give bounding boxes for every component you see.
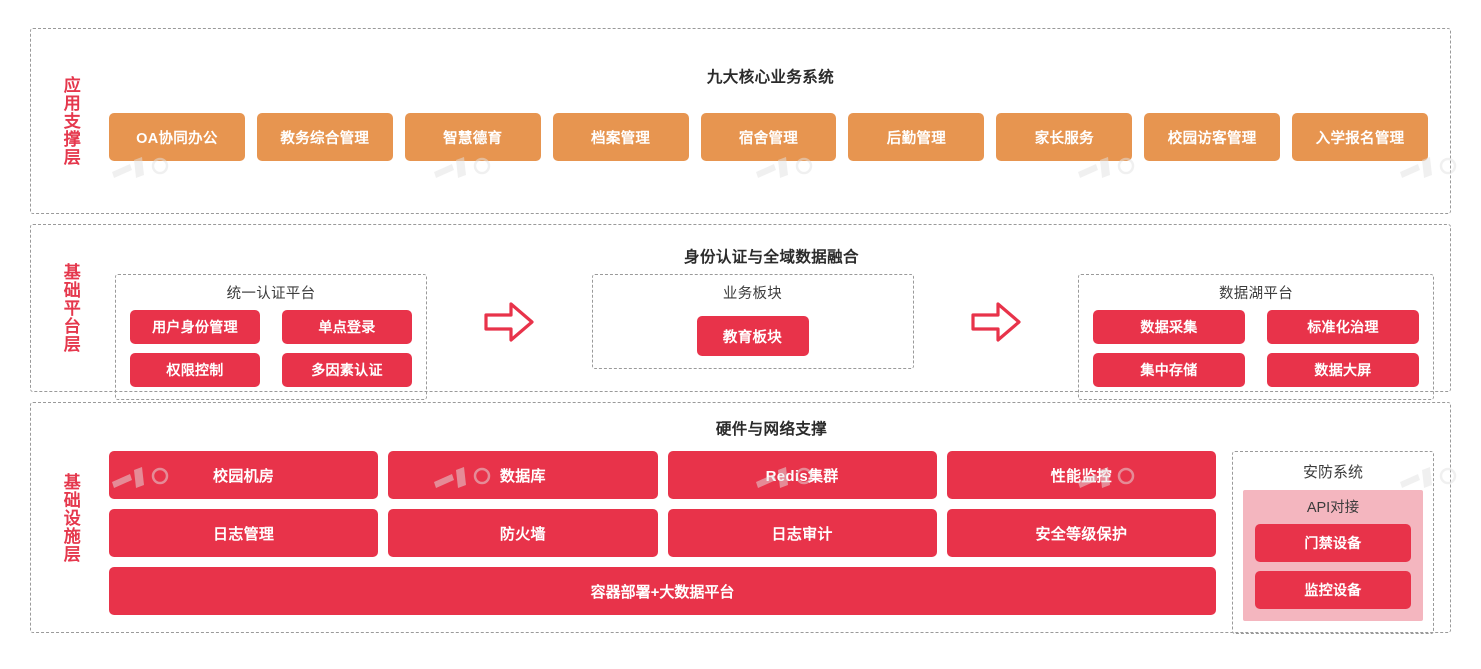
- arrow-cell-left: [427, 274, 592, 349]
- layer-infrastructure: 基础设施层 硬件与网络支撑 校园机房 数据库 Redis集群 性能监控 日志管理…: [30, 402, 1451, 634]
- group-security-system: 安防系统 API对接 门禁设备 监控设备: [1232, 451, 1434, 634]
- base-platform-row: 统一认证平台 用户身份管理 单点登录 权限控制 多因素认证: [109, 267, 1434, 400]
- group-data-lake-platform: 数据湖平台 数据采集 标准化治理 集中存储 数据大屏: [1078, 274, 1434, 400]
- infra-chip-firewall[interactable]: 防火墙: [388, 509, 658, 557]
- lake-chip-standardization[interactable]: 标准化治理: [1267, 310, 1419, 344]
- auth-chip-mfa[interactable]: 多因素认证: [282, 353, 412, 387]
- data-lake-items: 数据采集 标准化治理 集中存储 数据大屏: [1093, 310, 1419, 387]
- layer-body-base-platform: 身份认证与全域数据融合 统一认证平台 用户身份管理 单点登录 权限控制 多因素认…: [109, 225, 1450, 400]
- api-integration-title: API对接: [1306, 500, 1360, 516]
- layer-body-application-support: 九大核心业务系统 OA协同办公 教务综合管理 智慧德育 档案管理 宿舍管理 后勤…: [109, 29, 1450, 213]
- layer-title-base-platform: 身份认证与全域数据融合: [684, 249, 859, 266]
- infra-chip-log-management[interactable]: 日志管理: [109, 509, 379, 557]
- layer-label-base-platform: 基础平台层: [60, 263, 80, 353]
- infra-chip-security-grade-protection[interactable]: 安全等级保护: [946, 509, 1216, 557]
- lake-chip-data-collection[interactable]: 数据采集: [1093, 310, 1245, 344]
- infra-chip-campus-datacenter[interactable]: 校园机房: [109, 451, 379, 499]
- infra-chip-container-bigdata[interactable]: 容器部署+大数据平台: [109, 567, 1216, 615]
- arrow-cell-right: [914, 274, 1079, 349]
- group-title-business-module: 业务板块: [722, 286, 783, 302]
- infra-chip-redis-cluster[interactable]: Redis集群: [667, 451, 937, 499]
- infra-chip-log-audit[interactable]: 日志审计: [667, 509, 937, 557]
- system-chip-logistics[interactable]: 后勤管理: [848, 113, 985, 161]
- lake-chip-data-dashboard[interactable]: 数据大屏: [1267, 353, 1419, 387]
- system-chip-parent-service[interactable]: 家长服务: [996, 113, 1133, 161]
- system-chip-academic[interactable]: 教务综合管理: [256, 113, 393, 161]
- security-chip-access-control-device[interactable]: 门禁设备: [1255, 524, 1411, 562]
- system-chip-archive[interactable]: 档案管理: [552, 113, 689, 161]
- right-arrow-icon: [483, 300, 535, 349]
- group-title-unified-auth-platform: 统一认证平台: [226, 286, 316, 302]
- layer-application-support: 应用支撑层 九大核心业务系统 OA协同办公 教务综合管理 智慧德育 档案管理 宿…: [30, 28, 1451, 214]
- security-chip-surveillance-device[interactable]: 监控设备: [1255, 571, 1411, 609]
- system-chip-enrollment[interactable]: 入学报名管理: [1292, 113, 1429, 161]
- infra-chip-performance-monitor[interactable]: 性能监控: [946, 451, 1216, 499]
- right-arrow-icon: [970, 300, 1022, 349]
- system-chip-oa[interactable]: OA协同办公: [109, 113, 245, 161]
- group-title-data-lake-platform: 数据湖平台: [1219, 286, 1293, 302]
- lake-chip-central-storage[interactable]: 集中存储: [1093, 353, 1245, 387]
- group-title-security-system: 安防系统: [1302, 464, 1363, 481]
- system-chip-campus-visitor[interactable]: 校园访客管理: [1144, 113, 1281, 161]
- auth-chip-user-identity[interactable]: 用户身份管理: [130, 310, 260, 344]
- layer-label-infrastructure: 基础设施层: [60, 472, 80, 563]
- infra-chip-database[interactable]: 数据库: [388, 451, 658, 499]
- core-business-systems-row: OA协同办公 教务综合管理 智慧德育 档案管理 宿舍管理 后勤管理 家长服务 校…: [109, 113, 1432, 161]
- unified-auth-items: 用户身份管理 单点登录 权限控制 多因素认证: [130, 310, 412, 387]
- layer-base-platform: 基础平台层 身份认证与全域数据融合 统一认证平台 用户身份管理 单点登录 权限控…: [30, 224, 1451, 400]
- infrastructure-items-column: 校园机房 数据库 Redis集群 性能监控 日志管理 防火墙 日志审计 安全等级…: [109, 451, 1216, 615]
- system-chip-dormitory[interactable]: 宿舍管理: [700, 113, 837, 161]
- business-chip-education[interactable]: 教育板块: [696, 316, 809, 356]
- api-integration-box: API对接 门禁设备 监控设备: [1243, 490, 1423, 621]
- infrastructure-grid: 校园机房 数据库 Redis集群 性能监控 日志管理 防火墙 日志审计 安全等级…: [109, 451, 1216, 557]
- group-unified-auth-platform: 统一认证平台 用户身份管理 单点登录 权限控制 多因素认证: [115, 274, 427, 400]
- layer-title-application-support: 九大核心业务系统: [706, 69, 835, 86]
- group-business-module: 业务板块 教育板块: [591, 274, 914, 369]
- infrastructure-main: 校园机房 数据库 Redis集群 性能监控 日志管理 防火墙 日志审计 安全等级…: [109, 451, 1434, 634]
- system-chip-moral-education[interactable]: 智慧德育: [404, 113, 541, 161]
- auth-chip-permission-control[interactable]: 权限控制: [130, 353, 260, 387]
- layer-body-infrastructure: 硬件与网络支撑 校园机房 数据库 Redis集群 性能监控 日志管理 防火墙 日…: [109, 403, 1450, 634]
- layer-title-infrastructure: 硬件与网络支撑: [715, 421, 828, 438]
- layer-label-application-support: 应用支撑层: [60, 76, 80, 166]
- auth-chip-sso[interactable]: 单点登录: [282, 310, 412, 344]
